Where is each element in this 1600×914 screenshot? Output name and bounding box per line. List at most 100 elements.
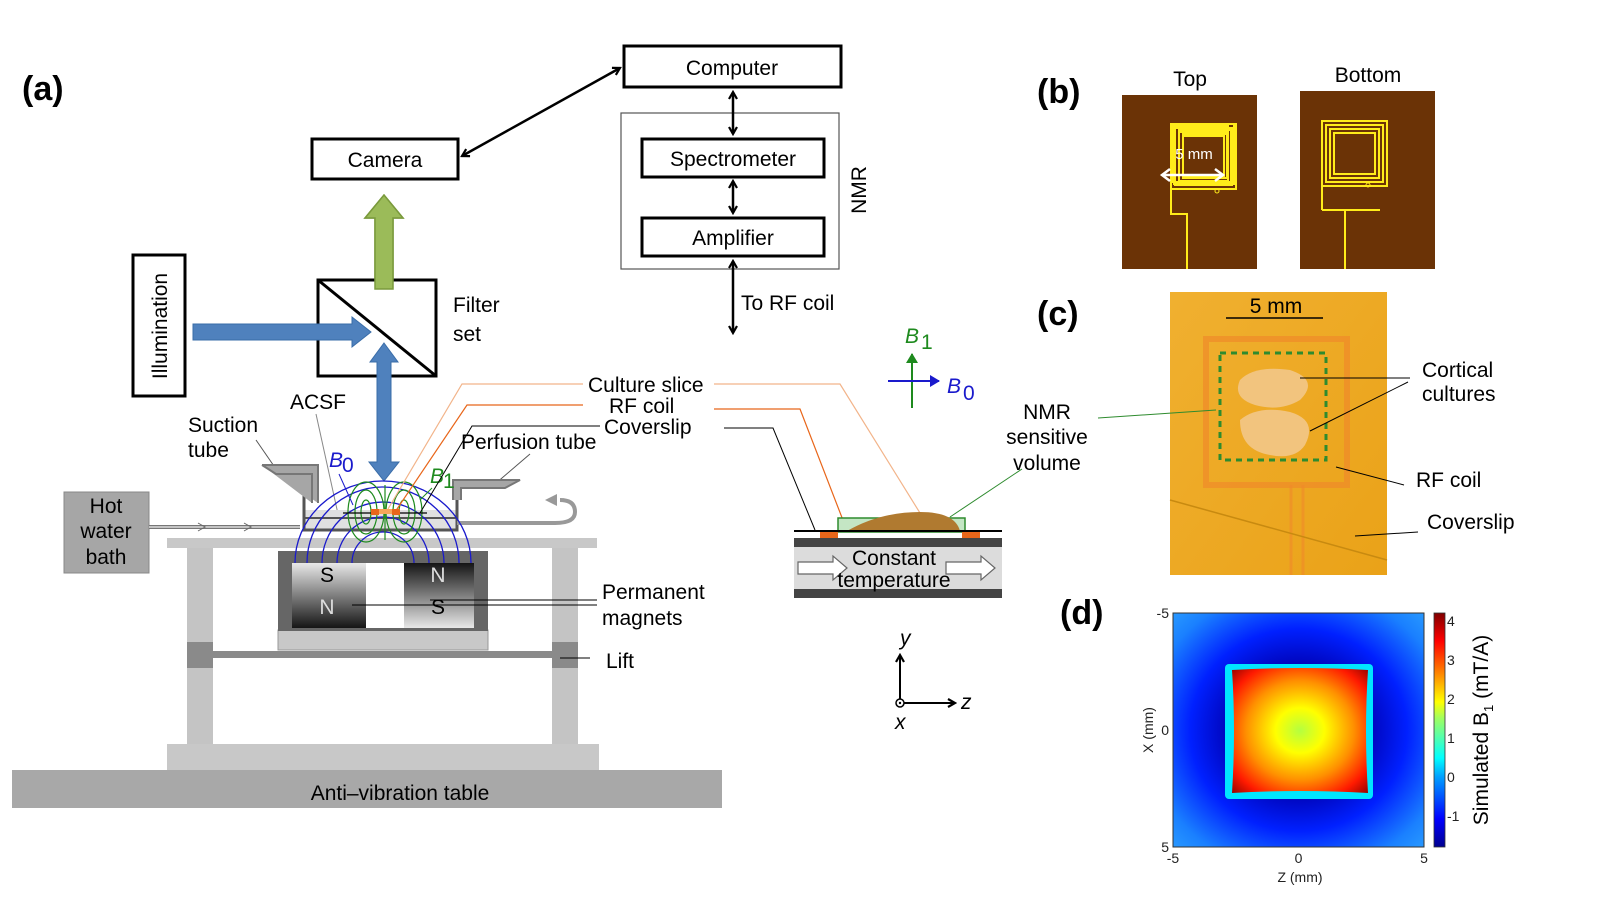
heater-top-plate (794, 538, 1002, 547)
heatmap-ylabel: X (mm) (1140, 707, 1156, 753)
rf-coil-cross-section-right (962, 532, 980, 538)
rf-coil-left (371, 509, 379, 515)
heatmap-xlabel: Z (mm) (1277, 869, 1322, 885)
outflow-arrow-icon (545, 494, 557, 506)
b0-direction-subscript: 0 (963, 382, 975, 405)
spectrometer-label: Spectrometer (670, 148, 796, 171)
lift-clamp-right (552, 642, 578, 668)
to-rf-coil-label: To RF coil (741, 292, 834, 315)
colorbar-tick-label: 1 (1447, 730, 1455, 746)
computer-label: Computer (686, 57, 778, 80)
amplifier-label: Amplifier (692, 227, 774, 250)
colorbar-label-text: Simulated B (1470, 712, 1493, 825)
colorbar-tick-label: -1 (1447, 808, 1460, 824)
x-tick-label: 5 (1420, 850, 1428, 866)
panel-label-b: (b) (1037, 73, 1080, 111)
suction-tube-label-1: Suction (188, 414, 258, 437)
lift-clamp-left (187, 642, 213, 668)
coverslip-label: Coverslip (604, 416, 692, 439)
panel-label-d: (d) (1060, 594, 1103, 632)
culture-slice-leader-right (714, 383, 921, 514)
axis-x-label: x (894, 711, 907, 734)
magnet-left (292, 563, 366, 628)
rf-coil-cross-section-left (820, 532, 838, 538)
computer-box (622, 44, 843, 89)
magnet-base (277, 629, 489, 651)
cortical-cultures-label-2: cultures (1422, 383, 1496, 406)
coverslip-leader-right (724, 427, 816, 531)
axis-z-label: z (960, 691, 972, 714)
b0-direction-label: B (947, 375, 961, 398)
magnet-gap (366, 563, 404, 628)
micrograph-scale-label: 5 mm (1250, 295, 1303, 318)
hot-water-bath-label-2: water (79, 520, 131, 543)
coil-scale-label: 5 mm (1175, 146, 1213, 163)
panel-label-c: (c) (1037, 295, 1079, 333)
suction-tube (261, 464, 319, 503)
culture-slice-label: Culture slice (588, 374, 704, 397)
hot-water-bath-label-3: bath (86, 546, 127, 569)
rf-coil-leader-right (714, 408, 847, 529)
dichroic-mirror (317, 278, 437, 378)
colorbar-tick-label: 0 (1447, 769, 1455, 785)
amplifier-box (640, 216, 826, 258)
culture-slice-cross-section (847, 512, 960, 531)
heater-bottom-plate (794, 589, 1002, 598)
b0-leader (338, 473, 354, 506)
colorbar-label: Simulated B1 (mT/A) (1470, 635, 1496, 825)
magnet-right-top-pole: N (430, 564, 445, 587)
nmr-group-label: NMR (848, 166, 871, 214)
axis-x-dot-icon (898, 701, 902, 705)
filter-set-label-1: Filter (453, 294, 500, 317)
nmr-sensitive-label-1: NMR (1023, 401, 1071, 424)
magnet-left-top-pole: S (320, 564, 334, 587)
magnet-left-bottom-pole: N (319, 596, 334, 619)
coil-micrograph (1169, 292, 1388, 575)
acsf-label: ACSF (290, 391, 346, 414)
magnet-right-bottom-pole: S (431, 596, 445, 619)
illumination-box (131, 253, 187, 398)
rf-coil-leader-left (394, 404, 583, 513)
filter-set-label-2: set (453, 323, 481, 346)
cortical-leader-2 (1309, 381, 1409, 432)
culture-slice-small (379, 509, 392, 514)
b0-subscript: 0 (342, 454, 354, 477)
colorbar-label-unit: (mT/A) (1470, 635, 1493, 705)
perfusion-tube-label: Perfusion tube (461, 431, 596, 454)
stand-base (167, 744, 599, 770)
perfusion-tube (452, 479, 521, 500)
b0-label: B (329, 449, 343, 472)
axis-y-label: y (898, 627, 912, 650)
y-tick-label: 5 (1161, 839, 1169, 855)
coil-bottom-title: Bottom (1335, 64, 1402, 87)
coverslip-leader-left (419, 425, 600, 514)
rf-coil-c-label: RF coil (1416, 469, 1481, 492)
camera-label: Camera (348, 149, 423, 172)
coil-bottom-layout (1300, 91, 1435, 269)
flow-direction-icon (197, 522, 253, 532)
panel-label-a: (a) (22, 70, 64, 108)
outflow-pipe (457, 498, 578, 525)
heatmap-field-inside (1232, 668, 1368, 793)
coil-top-title: Top (1173, 68, 1207, 91)
coverslip-c-label: Coverslip (1427, 511, 1515, 534)
nmr-volume-leader-a (949, 468, 1023, 518)
rf-coil-right (392, 509, 400, 515)
hot-water-bath-label-1: Hot (90, 495, 123, 518)
permanent-magnets-label-2: magnets (602, 607, 683, 630)
spectrometer-box (640, 137, 826, 179)
nmr-sensitive-volume-outline (1218, 351, 1328, 462)
heatmap-plot (1173, 613, 1424, 847)
y-tick-label: -5 (1157, 605, 1170, 621)
constant-temperature-label-1: Constant (852, 547, 936, 570)
permanent-magnets-label-1: Permanent (602, 581, 705, 604)
rf-coil-c-leader (1335, 466, 1405, 486)
anti-vibration-table-label: Anti–vibration table (311, 782, 490, 805)
coverslip-c-leader (1354, 531, 1419, 537)
camera-box (310, 137, 460, 181)
heatmap-frame (1172, 612, 1425, 848)
illumination-label: Illumination (149, 273, 172, 379)
camera-computer-arrow (462, 68, 620, 156)
